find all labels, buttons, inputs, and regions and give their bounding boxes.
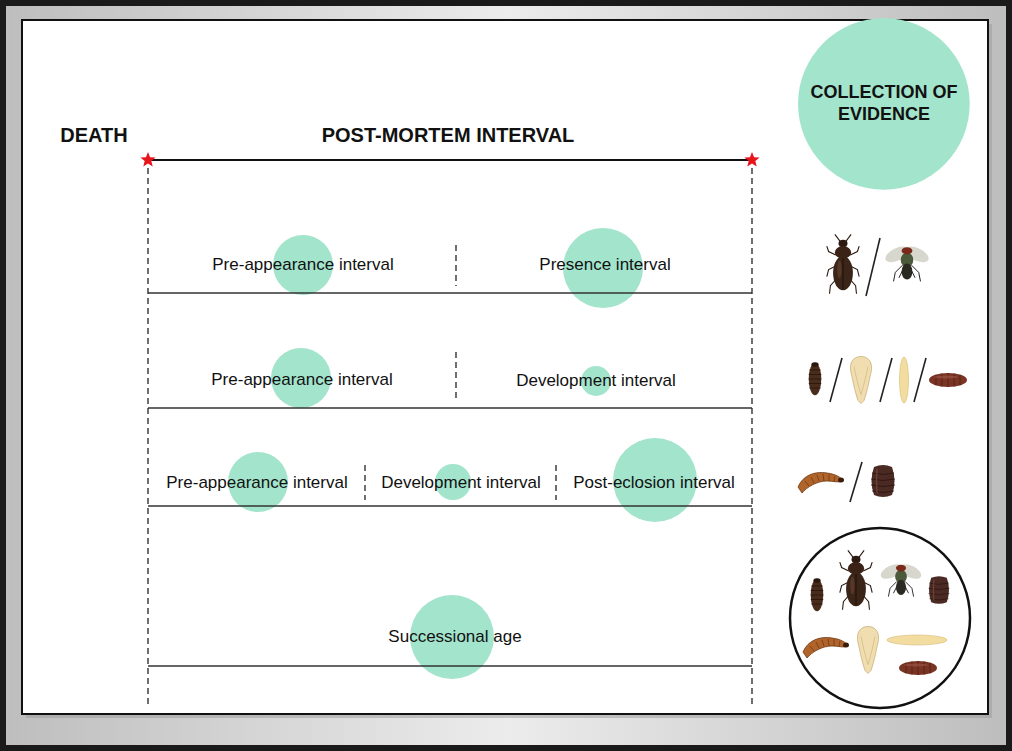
icon-separators — [880, 358, 892, 402]
node-heading: COLLECTION OF EVIDENCE — [799, 82, 969, 125]
interval-label: Pre-appearance interval — [212, 255, 393, 275]
timeline-start-label: DEATH — [60, 123, 127, 147]
interval-lines — [148, 665, 752, 667]
interval-lines — [148, 407, 752, 409]
circle-shape — [798, 18, 970, 190]
interval-lines — [148, 292, 752, 294]
evidence-icons — [879, 561, 924, 596]
icon-separators — [830, 358, 842, 402]
interval-label: Pre-appearance interval — [166, 473, 347, 493]
icon-separators — [914, 358, 926, 402]
dashed-guides — [555, 465, 556, 500]
timeline — [140, 152, 759, 166]
evidence-icons — [811, 578, 824, 611]
evidence-icons — [840, 550, 872, 609]
interval-label: Successional age — [388, 627, 521, 647]
evidence-icons — [850, 357, 871, 404]
interval-label: Development interval — [516, 371, 676, 391]
evidence-icons — [803, 638, 849, 658]
dashed-guides — [751, 168, 752, 708]
highlight-circles — [228, 228, 697, 679]
timeline-title: POST-MORTEM INTERVAL — [322, 123, 575, 147]
evidence-icons — [798, 473, 844, 493]
icon-separators — [830, 238, 926, 502]
evidence-icons — [857, 627, 878, 674]
interval-label: Post-eclosion interval — [573, 473, 735, 493]
evidence-icons — [887, 635, 947, 645]
frame — [3, 3, 1009, 748]
interval-label: Presence interval — [539, 255, 670, 275]
interval-label: Pre-appearance interval — [211, 370, 392, 390]
evidence-circle: COLLECTION OF EVIDENCE — [798, 18, 970, 190]
evidence-icons — [899, 661, 937, 675]
evidence-icons — [929, 373, 967, 387]
icon-separators — [850, 462, 862, 502]
interval-lines — [148, 293, 752, 666]
dashed-guides — [147, 168, 148, 708]
evidence-icons — [790, 234, 970, 708]
icon-separators — [866, 238, 880, 296]
dashed-guides — [148, 168, 752, 708]
evidence-icons — [809, 362, 822, 395]
evidence-icons — [827, 234, 859, 293]
evidence-icons — [900, 357, 909, 403]
dashed-guides — [455, 352, 456, 400]
timeline — [744, 152, 759, 166]
timeline — [140, 152, 155, 166]
dashed-guides — [364, 465, 365, 500]
dashed-guides — [455, 245, 456, 286]
timeline — [148, 159, 752, 161]
evidence-icons — [871, 465, 895, 497]
evidence-icons — [929, 576, 950, 604]
interval-label: Development interval — [381, 473, 541, 493]
evidence-icons — [790, 528, 970, 708]
evidence-icons — [883, 243, 931, 281]
interval-lines — [148, 505, 752, 507]
